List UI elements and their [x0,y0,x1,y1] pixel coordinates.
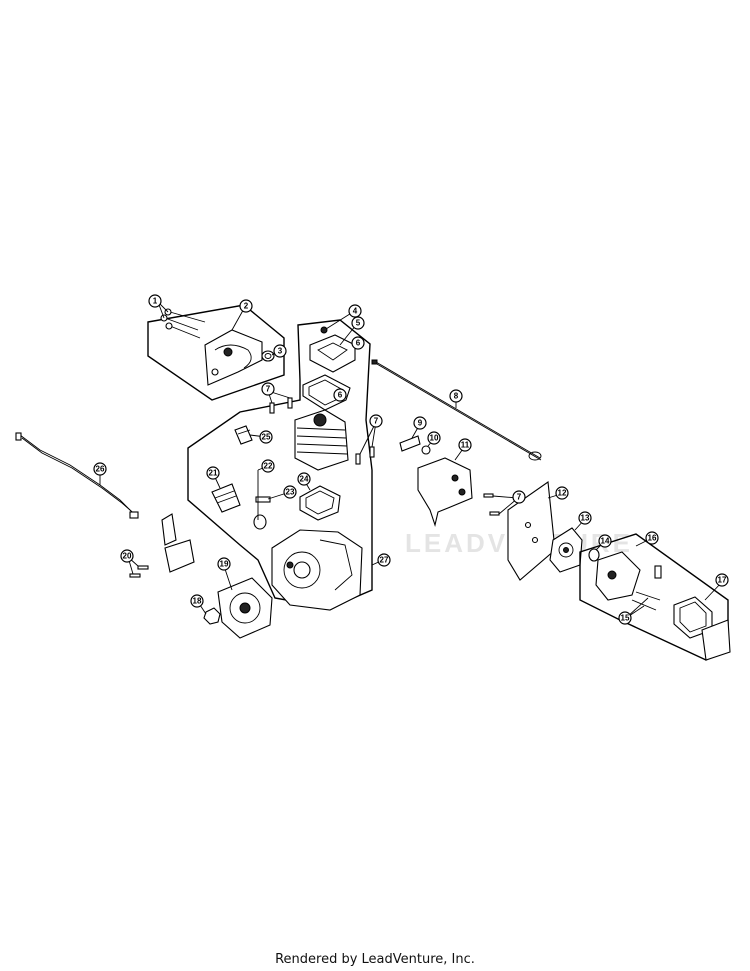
callout-12: 12 [555,486,569,500]
part-26-wire-harness [15,432,139,519]
callout-10: 10 [427,431,441,445]
part-10-nut [421,445,431,455]
callout-13: 13 [578,511,592,525]
callout-27: 27 [377,553,391,567]
svg-text:23: 23 [286,488,295,497]
callout-17: 17 [715,573,729,587]
part-17-filter [673,596,731,661]
svg-text:22: 22 [264,462,273,471]
part-5-cylinder-cover [309,326,356,373]
svg-text:24: 24 [300,475,309,484]
callout-19: 19 [217,557,231,571]
callout-21: 21 [206,466,220,480]
svg-text:2: 2 [244,302,249,311]
part-25-spark-plug [234,425,253,445]
callout-7-right: 7 [369,414,383,428]
svg-text:7: 7 [517,493,522,502]
svg-text:27: 27 [380,556,389,565]
svg-text:21: 21 [209,469,218,478]
callout-11: 11 [458,438,472,452]
callout-7-top: 7 [261,382,275,396]
callout-14: 14 [598,534,612,548]
callout-18: 18 [190,594,204,608]
callout-15: 15 [618,611,632,625]
part-16-air-box [595,551,662,601]
callout-24: 24 [297,472,311,486]
part-19-flywheel [217,577,273,639]
callout-25: 25 [259,430,273,444]
svg-text:1: 1 [153,297,158,306]
svg-text:20: 20 [123,552,132,561]
part-7-screws-bracket [483,493,500,516]
part-24-gasket [299,485,341,521]
callout-26: 26 [93,462,107,476]
svg-text:6: 6 [338,391,343,400]
svg-text:19: 19 [220,560,229,569]
svg-text:18: 18 [193,597,202,606]
part-21-piston [211,483,241,513]
callout-8: 8 [449,389,463,403]
svg-text:17: 17 [718,576,727,585]
svg-text:3: 3 [278,347,283,356]
callout-20: 20 [120,549,134,563]
svg-text:26: 26 [96,465,105,474]
svg-text:16: 16 [648,534,657,543]
svg-text:10: 10 [430,434,439,443]
svg-text:14: 14 [601,537,610,546]
svg-text:6: 6 [356,339,361,348]
callout-7-bracket: 7 [512,490,526,504]
svg-text:7: 7 [374,417,379,426]
svg-text:7: 7 [266,385,271,394]
part-8-throttle-cable [371,359,542,461]
part-9-plate [399,435,421,452]
callout-3: 3 [273,344,287,358]
part-11-throttle-bracket [417,457,473,528]
svg-text:5: 5 [356,319,361,328]
part-27-crankcase [271,529,363,611]
svg-text:12: 12 [558,489,567,498]
part-12-plate [507,481,556,581]
part-3-ring [261,350,275,362]
svg-text:25: 25 [262,433,271,442]
callout-1: 1 [148,294,162,308]
callout-16: 16 [645,531,659,545]
part-2-shroud [204,329,263,386]
part-14-ring [588,548,600,562]
svg-text:15: 15 [621,614,630,623]
part-15-studs [631,591,661,611]
part-23-piston-pin [253,496,271,530]
part-18-nut [203,607,221,625]
callout-23: 23 [283,485,297,499]
svg-text:13: 13 [581,514,590,523]
callout-22: 22 [261,459,275,473]
svg-text:4: 4 [353,307,358,316]
callout-4: 4 [348,304,362,318]
callout-5: 5 [351,316,365,330]
svg-text:9: 9 [418,419,423,428]
callout-9: 9 [413,416,427,430]
footer-credit: Rendered by LeadVenture, Inc. [275,952,475,967]
cylinder [294,409,349,471]
part-20-ignition-coil [129,513,195,578]
svg-text:8: 8 [454,392,459,401]
callout-6-gasket: 6 [333,388,347,402]
callout-2: 2 [239,299,253,313]
svg-text:11: 11 [461,441,470,450]
callout-6-cover: 6 [351,336,365,350]
